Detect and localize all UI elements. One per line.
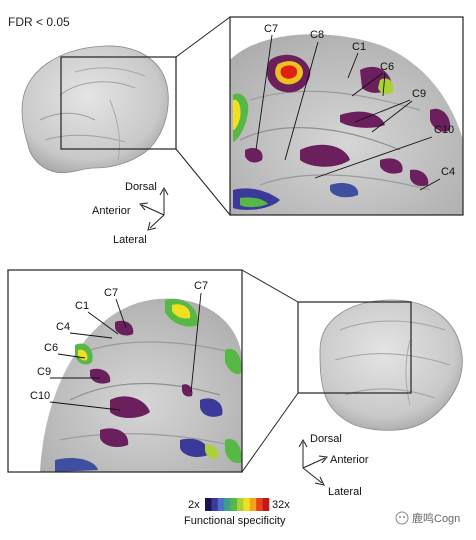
bottom-anterior-label: Anterior bbox=[330, 454, 369, 466]
top-dorsal-label: Dorsal bbox=[125, 181, 157, 193]
top-enlarged-panel bbox=[230, 17, 463, 215]
colorbar-min-label: 2x bbox=[188, 499, 200, 511]
bottom-lateral-label: Lateral bbox=[328, 486, 362, 498]
colorbar bbox=[205, 498, 270, 511]
bottom-small-brain bbox=[319, 299, 463, 431]
colorbar-max-label: 32x bbox=[272, 499, 290, 511]
top-orientation-axes bbox=[139, 186, 169, 231]
top-label-c10: C10 bbox=[434, 124, 454, 136]
bottom-zoom-line-2 bbox=[241, 392, 299, 473]
colorbar-swatch bbox=[243, 498, 251, 511]
bottom-zoom-line-1 bbox=[241, 269, 299, 303]
top-enlarged-frame bbox=[229, 16, 464, 216]
bottom-orientation-axes bbox=[298, 438, 328, 486]
colorbar-swatch bbox=[262, 498, 270, 511]
bottom-dorsal-label: Dorsal bbox=[310, 433, 342, 445]
colorbar-swatch bbox=[237, 498, 244, 511]
colorbar-swatch bbox=[217, 498, 225, 511]
top-label-c7: C7 bbox=[264, 23, 278, 35]
fdr-label: FDR < 0.05 bbox=[8, 15, 70, 29]
bottom-zoom-box bbox=[297, 301, 412, 394]
top-lateral-label: Lateral bbox=[113, 234, 147, 246]
top-anterior-label: Anterior bbox=[92, 205, 131, 217]
top-leader-lines bbox=[255, 34, 441, 191]
bottom-enlarged-panel bbox=[8, 270, 242, 472]
colorbar-swatch bbox=[256, 498, 263, 511]
top-label-c8: C8 bbox=[310, 29, 324, 41]
top-label-c9: C9 bbox=[412, 88, 426, 100]
top-label-c1: C1 bbox=[352, 41, 366, 53]
bottom-label-c6: C6 bbox=[44, 342, 58, 354]
colorbar-title: Functional specificity bbox=[184, 515, 286, 527]
watermark: 鹿鸣Cogn bbox=[395, 511, 460, 525]
top-label-c4: C4 bbox=[441, 166, 455, 178]
bottom-leader-lines bbox=[49, 292, 202, 411]
top-zoom-line-1 bbox=[175, 16, 231, 58]
top-labels: C7 C8 C1 C6 C9 C10 C4 bbox=[264, 23, 455, 178]
bottom-labels: C7 C1 C4 C6 C9 C10 C7 bbox=[30, 280, 208, 402]
bottom-label-c10: C10 bbox=[30, 390, 50, 402]
top-zoom-box bbox=[60, 56, 177, 150]
top-label-c6: C6 bbox=[380, 61, 394, 73]
bottom-label-c7-b: C7 bbox=[194, 280, 208, 292]
bottom-label-c4: C4 bbox=[56, 321, 70, 333]
top-small-brain bbox=[21, 45, 169, 174]
colorbar-swatch bbox=[211, 498, 219, 511]
colorbar-swatch bbox=[224, 498, 231, 511]
colorbar-swatch bbox=[205, 498, 212, 511]
top-zoom-line-2 bbox=[175, 148, 231, 216]
bottom-label-c7-a: C7 bbox=[104, 287, 118, 299]
watermark-logo-icon bbox=[395, 511, 409, 525]
colorbar-swatch bbox=[249, 498, 257, 511]
colorbar-swatch bbox=[230, 498, 238, 511]
watermark-text: 鹿鸣Cogn bbox=[412, 511, 460, 525]
bottom-label-c1: C1 bbox=[75, 300, 89, 312]
bottom-enlarged-frame bbox=[7, 269, 243, 473]
bottom-label-c9: C9 bbox=[37, 366, 51, 378]
